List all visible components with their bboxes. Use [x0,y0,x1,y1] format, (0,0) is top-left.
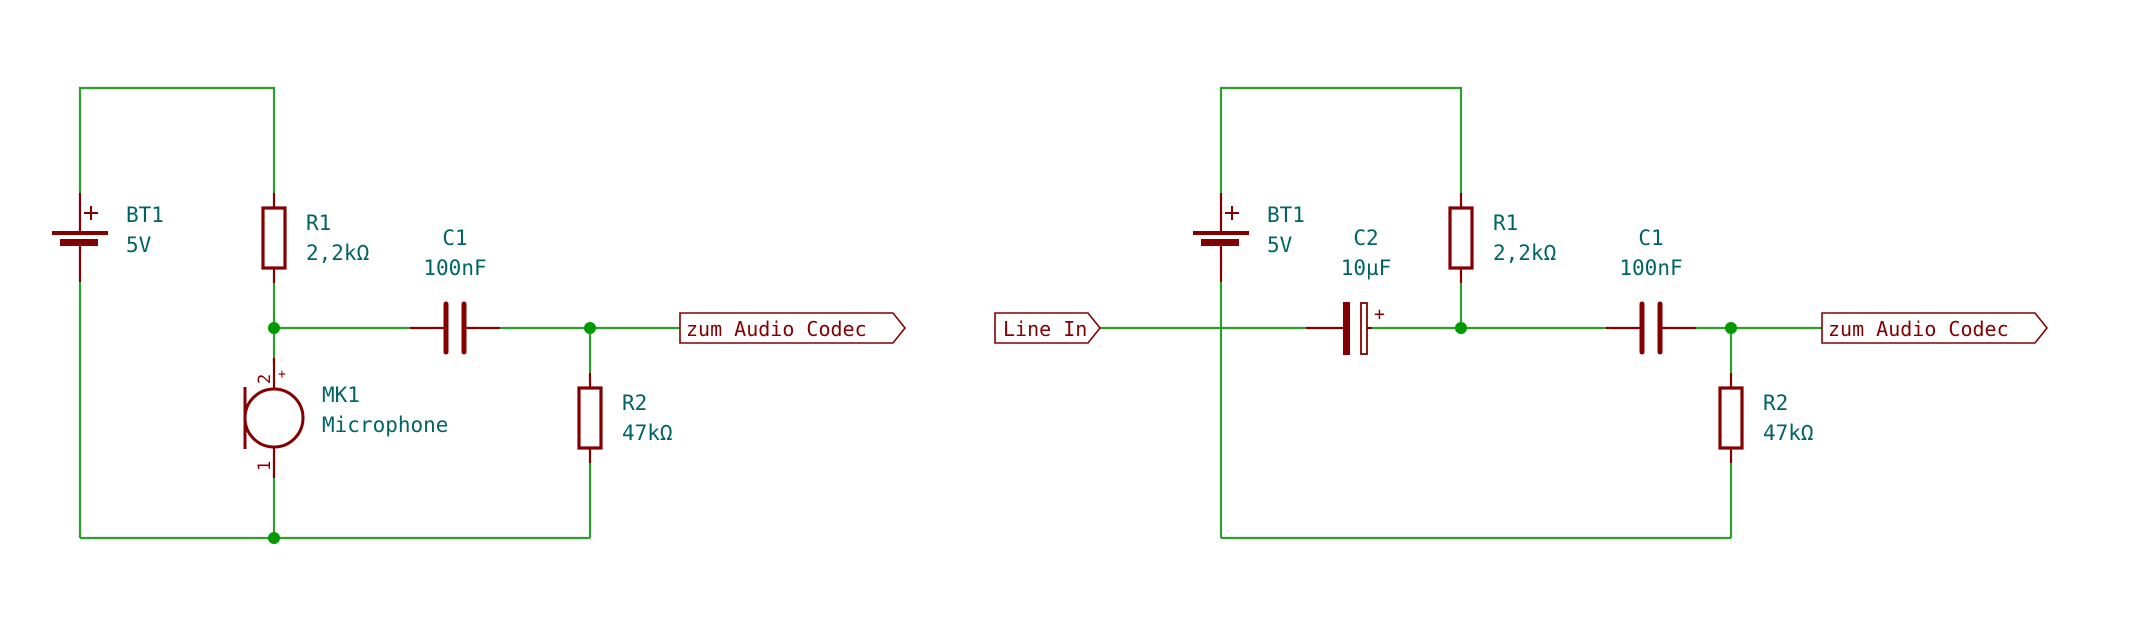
input-label-line-in[interactable]: Line In [994,312,1102,344]
resistor-r1[interactable]: R1 2,2kΩ [261,193,369,283]
mk1-ref: MK1 [322,383,360,407]
input-label-text: Line In [1003,317,1087,341]
resistor-r2-right[interactable]: R2 47kΩ [1718,373,1814,463]
bt1-ref: BT1 [126,203,164,227]
wire-top-right [1219,86,1463,193]
r1-right-ref: R1 [1493,211,1518,235]
capacitor-c1-right[interactable]: C1 100nF [1606,226,1696,355]
resistor-r2[interactable]: R2 47kΩ [577,373,673,463]
output-label-right[interactable]: zum Audio Codec [1821,312,2049,344]
battery-bt1[interactable]: BT1 5V [52,193,164,282]
output-label-left-text: zum Audio Codec [686,317,867,341]
mic-pin-2: 2 [255,374,275,384]
bt1-right-ref: BT1 [1267,203,1305,227]
r2-ref: R2 [622,391,647,415]
output-label-left[interactable]: zum Audio Codec [679,312,907,344]
r2-value: 47kΩ [622,421,673,445]
right-circuit: Line In BT1 5V + C2 10µF [994,86,2049,540]
capacitor-c1[interactable]: C1 100nF [410,226,500,355]
microphone-mk1[interactable]: 2 1 + MK1 Microphone [243,358,448,478]
bt1-value: 5V [126,233,152,257]
capacitor-c2[interactable]: + C2 10µF [1306,226,1391,355]
wire-top-left [78,86,276,193]
mic-pin-1: 1 [255,461,275,471]
mic-polarity: + [278,367,286,382]
junction-left-r1 [268,322,280,334]
left-circuit: BT1 5V R1 2,2kΩ C1 100nF 2 1 [52,86,907,544]
mk1-value: Microphone [322,413,448,437]
bt1-right-value: 5V [1267,233,1293,257]
r2-right-ref: R2 [1763,391,1788,415]
r1-right-value: 2,2kΩ [1493,241,1556,265]
junction-right-r1 [1455,322,1467,334]
c1-right-value: 100nF [1619,256,1682,280]
c2-ref: C2 [1353,226,1378,250]
resistor-r1-right[interactable]: R1 2,2kΩ [1448,193,1556,283]
c1-value: 100nF [423,256,486,280]
r2-right-value: 47kΩ [1763,421,1814,445]
c1-ref: C1 [442,226,467,250]
r1-value: 2,2kΩ [306,241,369,265]
output-label-right-text: zum Audio Codec [1828,317,2009,341]
c2-polarity: + [1374,304,1385,325]
battery-bt1-right[interactable]: BT1 5V [1193,193,1305,282]
c2-value: 10µF [1341,256,1392,280]
junction-right-r2 [1725,322,1737,334]
junction-left-ground [268,532,280,544]
junction-left-r2 [584,322,596,334]
c1-right-ref: C1 [1638,226,1663,250]
r1-ref: R1 [306,211,331,235]
